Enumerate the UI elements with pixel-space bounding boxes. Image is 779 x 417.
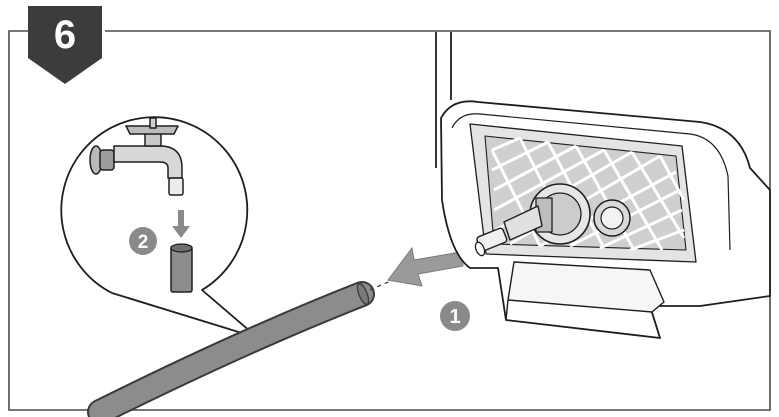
hose-end-icon: [170, 243, 193, 293]
step-badge: 6: [28, 6, 102, 84]
step-number: 6: [54, 13, 76, 57]
tap-inset: 2: [60, 116, 259, 339]
down-arrow-icon: [172, 210, 190, 238]
callout-1: 1: [440, 301, 470, 331]
callout-1-label: 1: [449, 306, 460, 328]
callout-2-label: 2: [138, 232, 149, 253]
callout-2: 2: [129, 227, 157, 255]
pressure-washer-inlet: [435, 32, 771, 339]
tap-icon: [89, 117, 184, 196]
garden-hose: [87, 281, 375, 417]
frame-border: [8, 30, 771, 411]
direction-arrow: [387, 246, 464, 287]
